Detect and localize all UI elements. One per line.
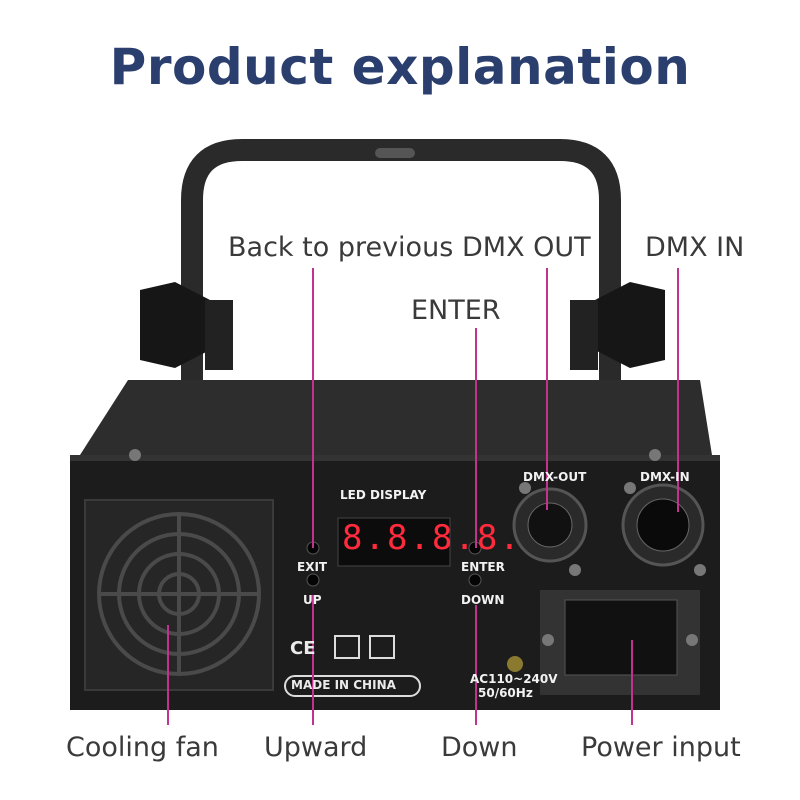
cert-mark-2 (369, 635, 395, 659)
callout-enter: ENTER (411, 295, 501, 326)
enter-label: ENTER (461, 560, 505, 574)
cert-mark-1 (334, 635, 360, 659)
callout-back-to-previous: Back to previous (228, 232, 454, 263)
made-in-china-label: MADE IN CHINA (291, 678, 396, 692)
device-top (80, 380, 712, 455)
left-knob (140, 282, 210, 368)
callout-dmx-out: DMX OUT (462, 232, 591, 263)
callout-down: Down (441, 732, 518, 763)
fuse (507, 656, 523, 672)
made-in-badge-border (284, 675, 421, 697)
callout-lines (167, 268, 679, 725)
callout-cooling-fan: Cooling fan (66, 732, 219, 763)
callout-power-input: Power input (581, 732, 741, 763)
right-knob (595, 282, 665, 368)
page-title: Product explanation (109, 38, 691, 96)
cooling-fan-grille (97, 512, 261, 676)
frequency-label: 50/60Hz (478, 686, 533, 700)
led-display (337, 517, 451, 567)
dmx-out-label: DMX-OUT (523, 470, 587, 484)
up-label: UP (303, 593, 322, 607)
led-display-label: LED DISPLAY (340, 488, 427, 502)
bracket-hole (375, 148, 415, 158)
down-button-shape (468, 573, 482, 587)
exit-label: EXIT (297, 560, 328, 574)
up-button-shape (306, 573, 320, 587)
power-socket (564, 599, 678, 676)
down-label: DOWN (461, 593, 505, 607)
led-display-value: 8.8.8.8. (342, 518, 522, 558)
dmx-in-label: DMX-IN (640, 470, 690, 484)
ce-mark: CE (290, 638, 316, 659)
callout-upward: Upward (264, 732, 368, 763)
callout-dmx-in: DMX IN (645, 232, 745, 263)
voltage-label: AC110~240V (470, 672, 558, 686)
